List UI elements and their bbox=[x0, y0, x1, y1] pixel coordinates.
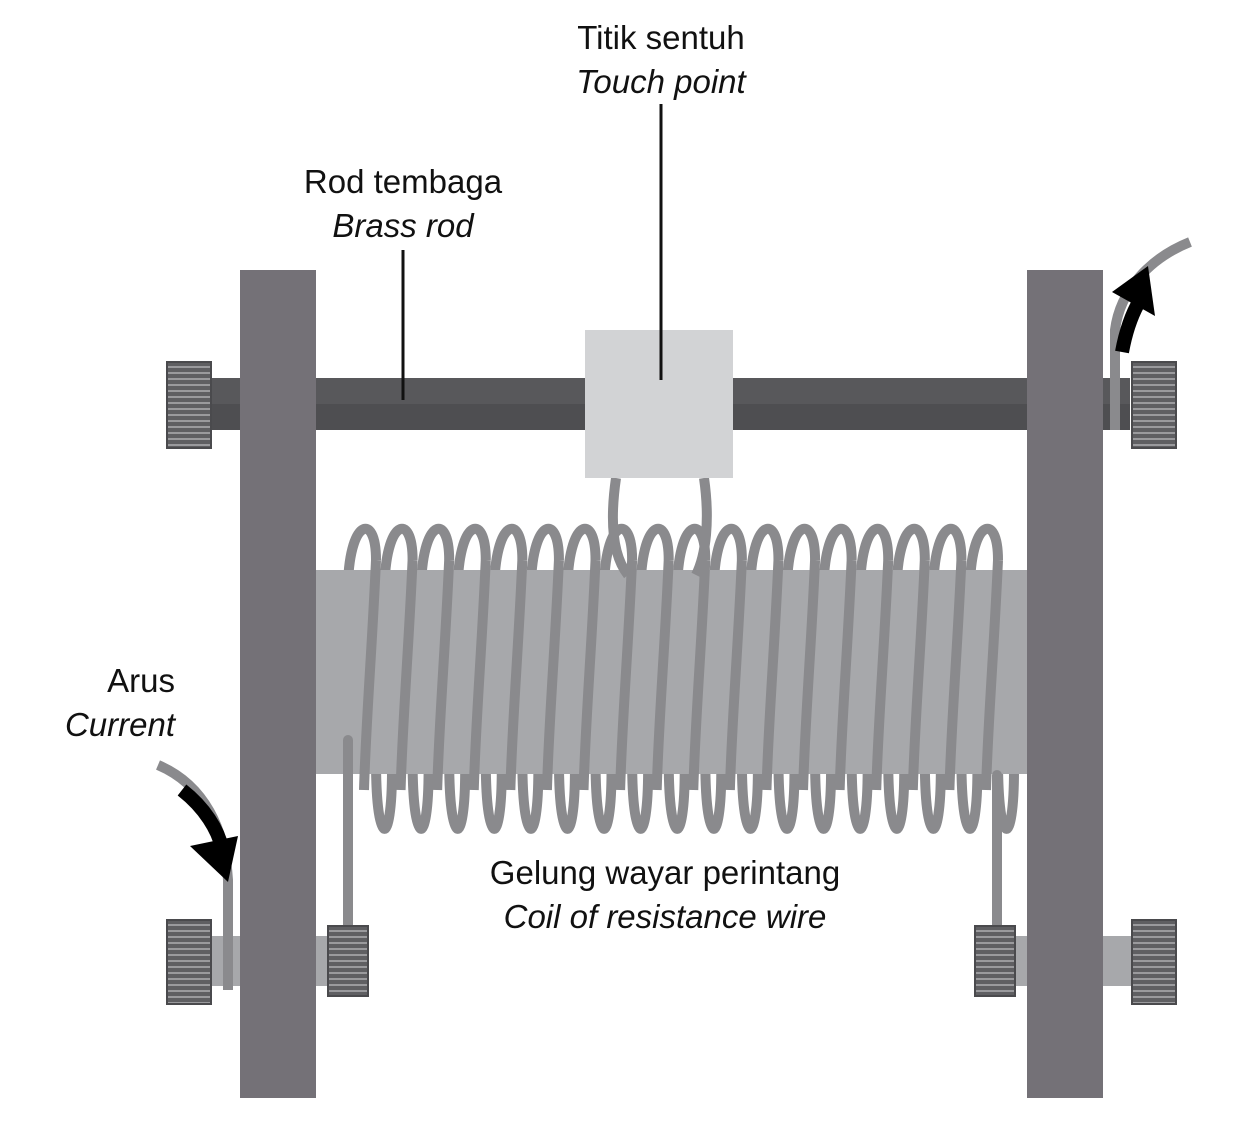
coil-turn-front bbox=[761, 559, 784, 791]
current-out-arrowhead bbox=[1112, 266, 1155, 316]
coil-turn-front bbox=[688, 559, 711, 791]
coil-turn-front bbox=[944, 559, 967, 791]
frame-left bbox=[240, 270, 316, 1098]
coil-turn-back bbox=[782, 523, 837, 834]
touch-point-label-ms: Titik sentuh bbox=[577, 19, 745, 56]
coil-label-en: Coil of resistance wire bbox=[503, 898, 827, 935]
brass-rod-label: Rod tembaga Brass rod bbox=[283, 160, 523, 248]
coil-front-turns bbox=[359, 559, 1003, 791]
knob-bottom-right-inner bbox=[974, 925, 1016, 997]
coil-turn-back bbox=[525, 523, 580, 834]
knob-bottom-left-inner bbox=[327, 925, 369, 997]
coil-turn-front bbox=[359, 559, 381, 791]
coil-turn-front bbox=[724, 559, 747, 791]
knob-bottom-right-outer bbox=[1131, 919, 1177, 1005]
coil-turn-back bbox=[745, 523, 800, 834]
coil-turn-back bbox=[452, 523, 507, 834]
frame-right bbox=[1027, 270, 1103, 1098]
coil-turn-front bbox=[798, 559, 821, 791]
touch-point-label-en: Touch point bbox=[576, 63, 746, 100]
coil-turn-back bbox=[818, 523, 873, 834]
coil-label: Gelung wayar perintang Coil of resistanc… bbox=[455, 851, 875, 939]
coil-turn-back bbox=[562, 523, 617, 834]
touch-point-label: Titik sentuh Touch point bbox=[560, 16, 762, 104]
coil-label-ms: Gelung wayar perintang bbox=[489, 854, 841, 891]
slider-contact-right bbox=[691, 477, 712, 578]
current-in-arrowhead bbox=[190, 836, 238, 882]
slider-contact-left bbox=[607, 477, 633, 579]
coil-turn-back bbox=[343, 523, 397, 834]
coil-turn-front bbox=[468, 559, 491, 791]
coil-turn-back bbox=[855, 523, 910, 834]
coil-turn-back bbox=[928, 523, 983, 834]
coil-turn-front bbox=[981, 559, 1003, 791]
coil-turn-back bbox=[891, 523, 946, 834]
knob-top-left bbox=[166, 361, 212, 449]
coil-turn-front bbox=[505, 559, 528, 791]
coil-turn-back bbox=[416, 523, 471, 834]
slider-block bbox=[585, 330, 733, 478]
current-label: Arus Current bbox=[20, 659, 175, 747]
coil-turn-back bbox=[379, 523, 434, 834]
coil-turn-front bbox=[907, 559, 930, 791]
coil-back-turns bbox=[343, 523, 1019, 834]
coil-turn-front bbox=[834, 559, 857, 791]
current-label-ms: Arus bbox=[107, 662, 175, 699]
coil-turn-front bbox=[578, 559, 601, 791]
current-label-en: Current bbox=[64, 706, 175, 743]
coil-turn-back bbox=[489, 523, 544, 834]
coil-turn-front bbox=[432, 559, 455, 791]
coil-turn-front bbox=[541, 559, 564, 791]
coil-turn-front bbox=[871, 559, 894, 791]
coil-turn-front bbox=[651, 559, 674, 791]
coil-turn-back bbox=[635, 523, 690, 834]
coil-turn-front bbox=[615, 559, 638, 791]
coil-turn-back bbox=[708, 523, 763, 834]
knob-bottom-left-outer bbox=[166, 919, 212, 1005]
coil-turn-front bbox=[395, 559, 418, 791]
brass-rod-label-en: Brass rod bbox=[332, 207, 474, 244]
knob-top-right bbox=[1131, 361, 1177, 449]
brass-rod-label-ms: Rod tembaga bbox=[303, 163, 503, 200]
